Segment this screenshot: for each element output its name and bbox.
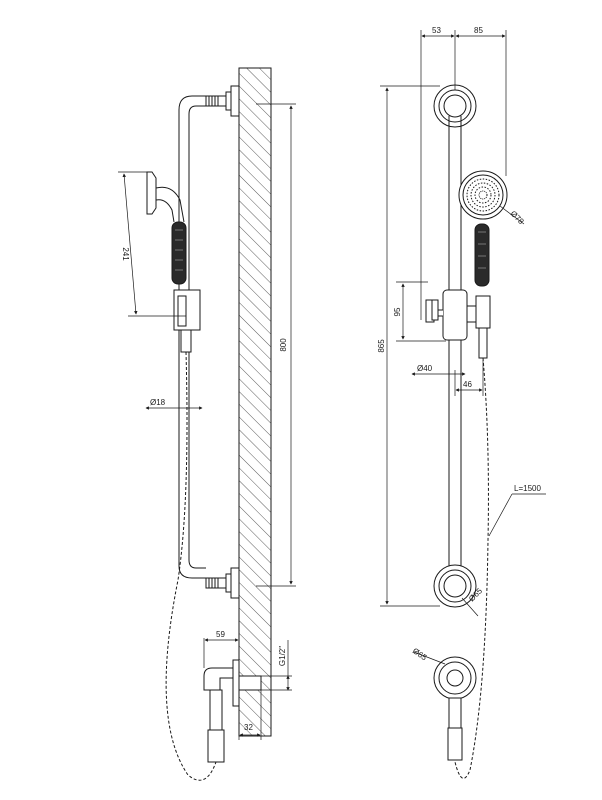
side-dimensions bbox=[118, 103, 296, 740]
dim-wall-depth: 32 bbox=[244, 723, 253, 732]
upper-rosette bbox=[433, 84, 477, 128]
shower-head bbox=[458, 170, 508, 220]
dim-slider-diameter: Ø40 bbox=[417, 364, 433, 373]
upper-bracket bbox=[205, 85, 240, 117]
dim-overall-height: 865 bbox=[377, 339, 386, 353]
hand-shower-grip bbox=[171, 221, 187, 285]
dim-thread: G1/2" bbox=[278, 646, 287, 666]
front-slider bbox=[425, 289, 491, 359]
shower-hose bbox=[165, 351, 217, 781]
front-wall-outlet bbox=[433, 656, 477, 761]
front-handle-grip bbox=[474, 223, 490, 287]
dim-hose-length: L=1500 bbox=[514, 484, 541, 493]
hand-shower bbox=[146, 171, 187, 285]
dim-left: 53 bbox=[432, 26, 441, 35]
dim-outlet-diameter: Ø65 bbox=[411, 646, 429, 662]
slider-holder bbox=[173, 289, 201, 353]
wall-outlet bbox=[203, 659, 262, 763]
dim-right: 85 bbox=[474, 26, 483, 35]
dim-hand-shower-length: 241 bbox=[121, 247, 130, 261]
dim-outlet-projection: 59 bbox=[216, 630, 225, 639]
wall-section bbox=[238, 67, 272, 737]
lower-bracket bbox=[205, 567, 240, 599]
front-view bbox=[380, 30, 546, 779]
front-dimensions bbox=[380, 30, 546, 665]
dim-bar-height: 800 bbox=[279, 338, 288, 352]
riser-bar bbox=[178, 95, 206, 579]
side-view bbox=[118, 67, 296, 781]
dim-hose-diameter: Ø18 bbox=[150, 398, 166, 407]
lower-rosette bbox=[433, 564, 477, 608]
dim-slider-height: 95 bbox=[393, 307, 402, 316]
dim-holder-offset: 46 bbox=[463, 380, 472, 389]
